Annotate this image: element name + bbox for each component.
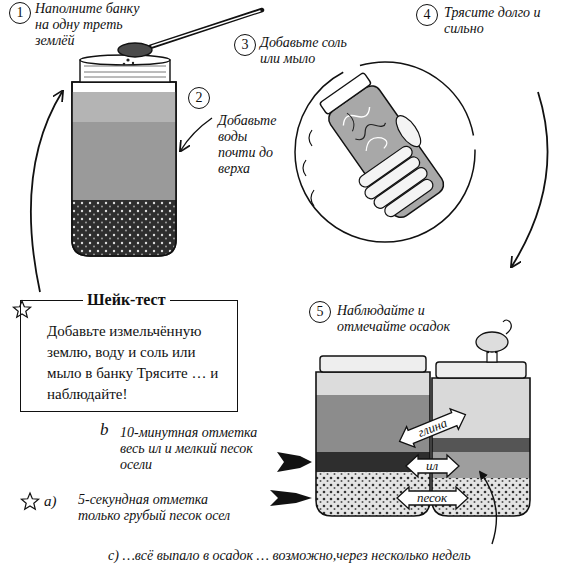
step-callout: 2Добавьте воды почти до верха (188, 87, 278, 177)
cycle-arrow (512, 92, 548, 266)
pointer-wedge (277, 452, 312, 472)
note-text: 5-секундная отметка только грубый песок … (78, 492, 248, 524)
shake-illustration (392, 112, 426, 151)
shake-illustration (295, 62, 475, 242)
step-callout: 5 Наблюдайте и отмечайте осадок (309, 301, 477, 335)
step-text: Добавьте воды почти до верха (218, 113, 278, 177)
shake-illustration (342, 112, 358, 131)
arrow-shape (397, 487, 468, 509)
spoon (118, 10, 262, 65)
layer-arrow: песок (397, 487, 468, 509)
callout-number: 5 (309, 301, 331, 323)
arrow-shape (395, 405, 469, 452)
step-text: Наблюдайте и отмечайте осадок (337, 303, 477, 335)
mushroom-figure (495, 351, 497, 353)
jar-illustration (72, 200, 176, 258)
callout-number: 2 (188, 87, 210, 109)
jar-illustration (84, 66, 166, 77)
shake-illustration (307, 66, 454, 228)
jar-illustration (72, 82, 176, 256)
layer-name: ил (426, 459, 438, 473)
callout-number: 1 (9, 2, 31, 24)
spoon (123, 63, 126, 66)
callout-number: 4 (416, 4, 438, 26)
shake-illustration (382, 177, 435, 219)
star-symbol (13, 301, 30, 317)
info-box: Шейк-тестДобавьте измельчённую землю, во… (20, 300, 238, 412)
layer-name: песок (417, 491, 447, 505)
shake-illustration (319, 72, 371, 114)
spoon (132, 62, 134, 64)
step-callout: 1Наполните банку на одну треть землёй (9, 2, 145, 49)
jar-illustration (72, 92, 176, 202)
note-letter: b (100, 422, 109, 438)
mushroom-figure (487, 351, 489, 353)
step-text: Трясите долго и сильно (444, 5, 544, 37)
pointer-wedge (270, 490, 312, 506)
step-callout: 4 Трясите долго и сильно (416, 4, 544, 37)
arrow-shape (406, 455, 459, 477)
layer-name: глина (415, 416, 448, 440)
mushroom-figure (476, 320, 511, 362)
pointer-arrow (480, 472, 496, 544)
shake-illustration (295, 62, 475, 242)
step-text: Добавьте соль или мыло (260, 35, 360, 67)
result-jar (436, 362, 526, 378)
jar-illustration (72, 92, 176, 258)
spoon (126, 58, 129, 61)
star-symbol (21, 493, 38, 509)
note-text: c) …всё выпало в осадок … возможно,через… (108, 548, 553, 564)
cycle-arrow (31, 92, 62, 292)
note-letter: a) (44, 493, 57, 509)
mushroom-figure (503, 320, 511, 334)
result-jar (316, 372, 430, 396)
layer-arrow: ил (406, 455, 459, 477)
jar-illustration (80, 55, 170, 65)
result-jar (320, 356, 426, 372)
box-body: Добавьте измельчённую землю, воду и соль… (47, 321, 229, 405)
spoon (118, 43, 152, 57)
layer-arrow: глина (395, 405, 469, 452)
result-jar (432, 438, 530, 453)
mushroom-figure (476, 332, 508, 352)
jar-illustration (72, 55, 176, 258)
box-heading: Шейк-тест (83, 290, 170, 310)
step-callout: 3Добавьте соль или мыло (234, 34, 360, 67)
jar-illustration (72, 92, 176, 122)
shake-illustration (353, 116, 386, 143)
step-text: Наполните банку на одну треть землёй (35, 1, 145, 49)
shake-illustration (303, 130, 314, 206)
note-text: 10-минутная отметка весь ил и мелкий пес… (120, 425, 270, 473)
callout-number: 3 (234, 34, 256, 56)
shake-illustration (362, 133, 389, 158)
pointer-arrow (181, 118, 212, 150)
